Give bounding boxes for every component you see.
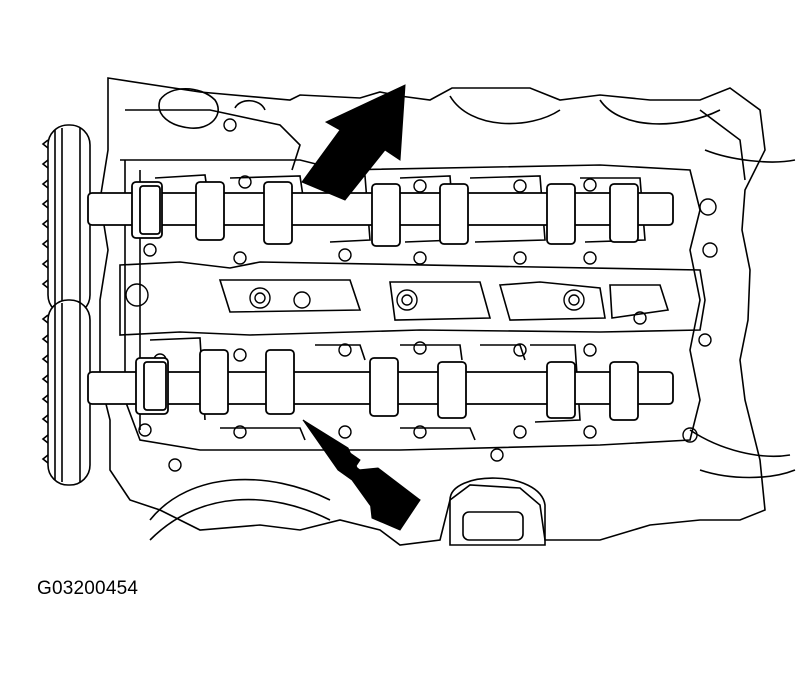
upper-arrow [302, 85, 405, 200]
upper-sprocket [43, 125, 90, 315]
lower-camshaft [88, 350, 673, 420]
lower-sprocket [43, 300, 90, 485]
cylinder-head [100, 78, 795, 545]
lower-arrow [303, 420, 420, 530]
figure-code: G03200454 [37, 578, 139, 599]
upper-camshaft [88, 182, 673, 246]
